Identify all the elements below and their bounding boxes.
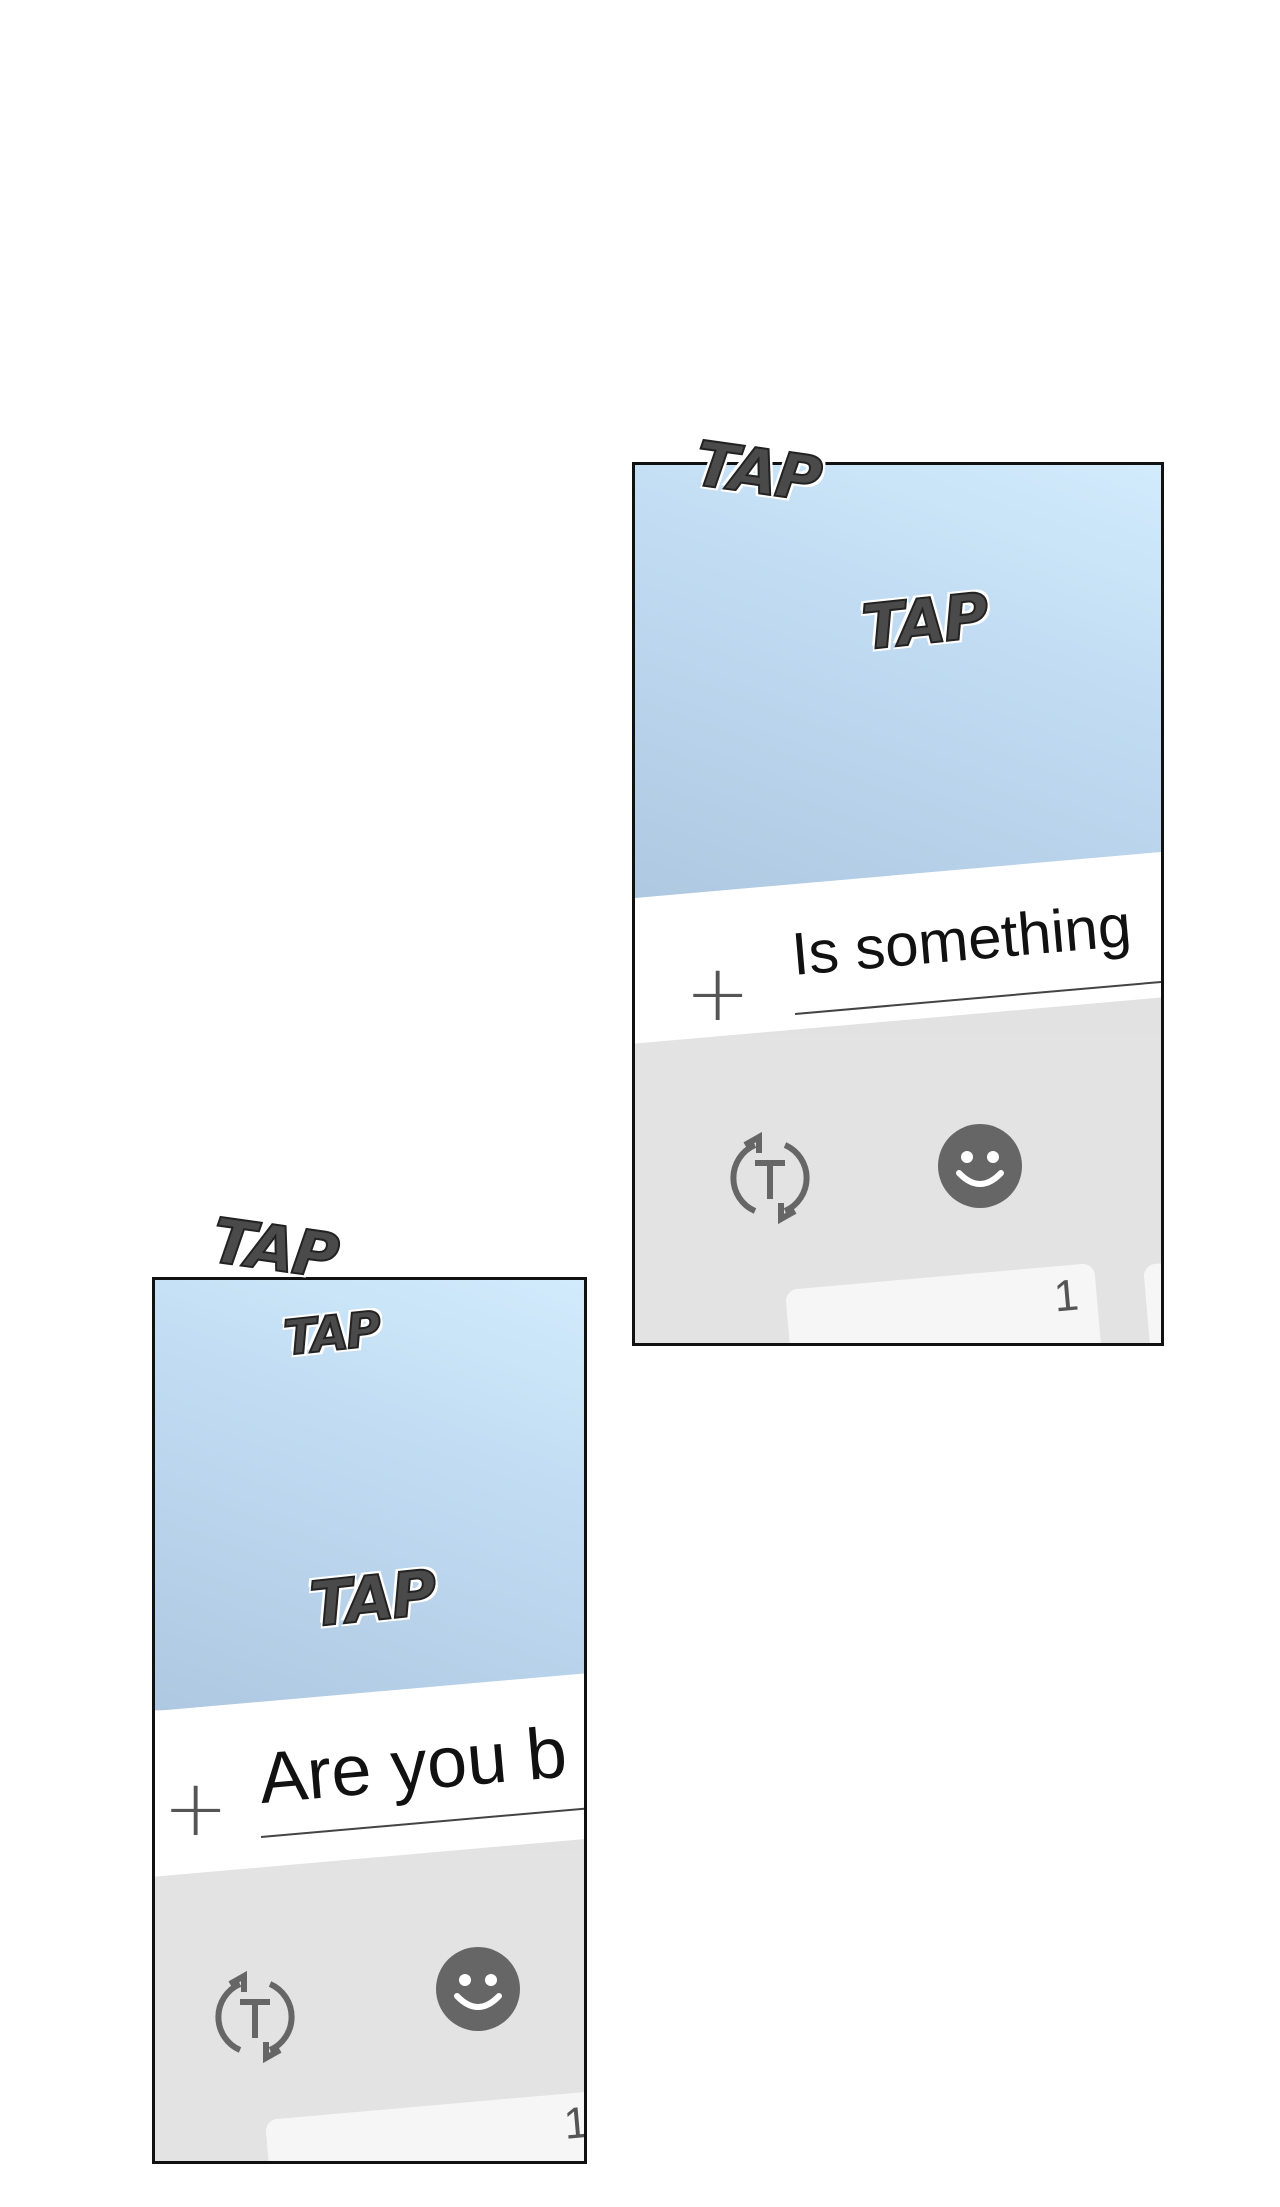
emoji-icon[interactable] (433, 1944, 523, 2034)
key-number: 1 (1052, 1270, 1081, 1322)
phone-panel-1: + Is something 1 (632, 462, 1164, 1346)
phone-panel-2: + Are you b 1 (152, 1277, 587, 2164)
sfx-tap: TAP (306, 1555, 440, 1643)
emoji-icon[interactable] (935, 1121, 1025, 1211)
phone-background (635, 465, 1161, 905)
phone-background (155, 1280, 584, 1710)
translate-icon[interactable] (715, 1123, 825, 1233)
sfx-tap: TAP (280, 1300, 383, 1368)
plus-icon[interactable]: + (685, 949, 751, 1039)
key-number: 1 (561, 2097, 587, 2149)
translate-icon[interactable] (200, 1962, 310, 2072)
sfx-tap: TAP (858, 578, 992, 666)
plus-icon[interactable]: + (163, 1764, 229, 1854)
